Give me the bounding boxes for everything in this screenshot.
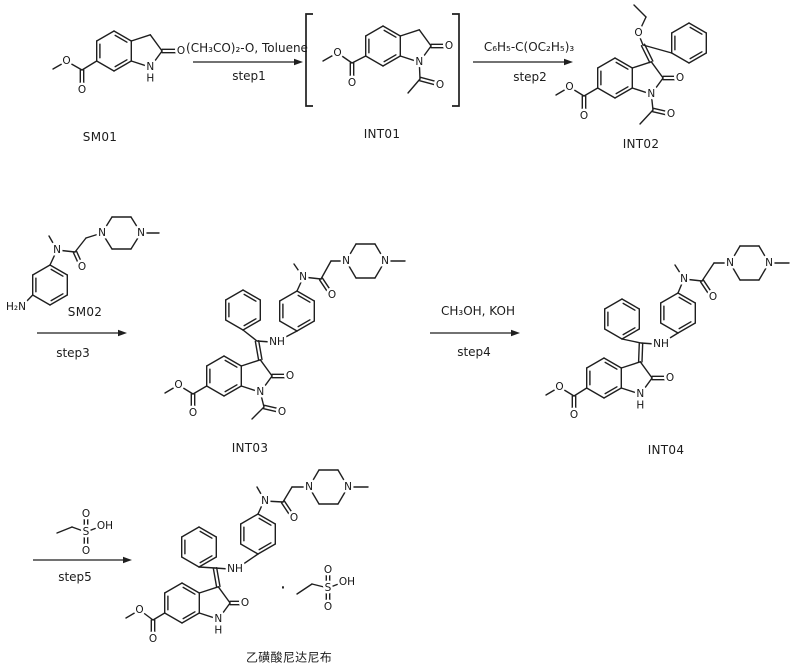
sm01-atom-label: O — [78, 84, 86, 96]
step2-reagent-text: C₆H₅-C(OC₂H₅)₃ — [483, 40, 575, 54]
label-int02: INT02 — [622, 137, 660, 151]
label-int04: INT04 — [647, 443, 685, 457]
int03-atom-label: N — [381, 255, 389, 267]
sm01-atom-label: H — [146, 73, 154, 85]
int04-atom-label: O — [570, 409, 578, 421]
esyl_reagent-atom-label: S — [83, 526, 90, 538]
int01-atom-label: O — [445, 40, 453, 52]
int02-atom-label: O — [676, 72, 684, 84]
product-atom-label: H — [214, 625, 222, 637]
arrow-head — [118, 329, 127, 337]
sm01-atom-label: O — [62, 55, 70, 67]
int03-atom-label: O — [286, 370, 294, 382]
product-atom-label: O — [149, 633, 157, 645]
sm01-atom-label: N — [146, 61, 154, 73]
step1-label: step1 — [232, 69, 266, 83]
label-sm01: SM01 — [82, 130, 118, 144]
sm02-atom-label: O — [78, 261, 86, 273]
sm02-atom-label: H₂N — [6, 301, 26, 313]
sm02-atom-label: N — [98, 227, 106, 239]
int03-atom-label: N — [256, 386, 264, 398]
int02-atom-label: O — [634, 27, 642, 39]
step1-reagent-text: (CH₃CO)₂-O, Toluene — [186, 41, 308, 55]
step2-label: step2 — [513, 70, 547, 84]
int02-atom-label: O — [565, 81, 573, 93]
step5-label: step5 — [58, 570, 92, 584]
int04-atom-label: O — [666, 372, 674, 384]
product-atom-label: · — [280, 578, 286, 599]
product-atom-label: N — [305, 481, 313, 493]
int03-atom-label: O — [174, 379, 182, 391]
product-atom-label: OH — [339, 576, 355, 588]
intermediate-bracket — [452, 13, 460, 107]
int04-atom-label: O — [555, 381, 563, 393]
arrow-head — [294, 58, 303, 66]
int03-atom-label: O — [328, 289, 336, 301]
product-atom-label: O — [324, 601, 332, 613]
int03-atom-label: O — [189, 407, 197, 419]
int01-atom-label: O — [436, 79, 444, 91]
step3-label: step3 — [56, 346, 90, 360]
product-atom-label: O — [241, 597, 249, 609]
int04-atom-label: N — [636, 388, 644, 400]
int02-atom-label: O — [667, 108, 675, 120]
step4-reagent-text: CH₃OH, KOH — [441, 304, 515, 318]
product-atom-label: O — [324, 564, 332, 576]
int01-atom-label: O — [333, 47, 341, 59]
intermediate-bracket — [305, 13, 313, 107]
int03-atom-label: O — [278, 406, 286, 418]
int03-atom-label: N — [342, 255, 350, 267]
product-atom-label: S — [325, 582, 332, 594]
esyl_reagent-atom-label: OH — [97, 520, 113, 532]
arrow-head — [511, 329, 520, 337]
int04-atom-label: H — [636, 400, 644, 412]
label-product-name: 乙磺酸尼达尼布 — [245, 650, 333, 665]
int02-atom-label: N — [647, 88, 655, 100]
sm01-atom-label: O — [177, 45, 185, 57]
sm02-atom-label: N — [53, 244, 61, 256]
product-atom-label: N — [344, 481, 352, 493]
product-atom-label: O — [135, 604, 143, 616]
int03-atom-label: NH — [269, 336, 285, 348]
sm02-atom-label: N — [137, 227, 145, 239]
product-atom-label: NH — [227, 563, 243, 575]
int04-atom-label: O — [709, 291, 717, 303]
product-atom-label: N — [261, 495, 269, 507]
esyl_reagent-atom-label: O — [82, 545, 90, 557]
int04-atom-label: N — [680, 273, 688, 285]
esyl_reagent-atom-label: O — [82, 508, 90, 520]
product-atom-label: N — [214, 613, 222, 625]
product-atom-label: O — [290, 512, 298, 524]
label-sm02: SM02 — [67, 305, 103, 319]
int03-atom-label: N — [299, 271, 307, 283]
int01-atom-label: O — [348, 77, 356, 89]
arrow-head — [564, 58, 573, 66]
label-int01: INT01 — [363, 127, 401, 141]
int02-atom-label: O — [580, 110, 588, 122]
label-int03: INT03 — [231, 441, 269, 455]
int04-atom-label: N — [726, 257, 734, 269]
int04-atom-label: N — [765, 257, 773, 269]
int01-atom-label: N — [415, 56, 423, 68]
step4-label: step4 — [457, 345, 491, 359]
int04-atom-label: NH — [653, 338, 669, 350]
arrow-head — [123, 556, 132, 564]
